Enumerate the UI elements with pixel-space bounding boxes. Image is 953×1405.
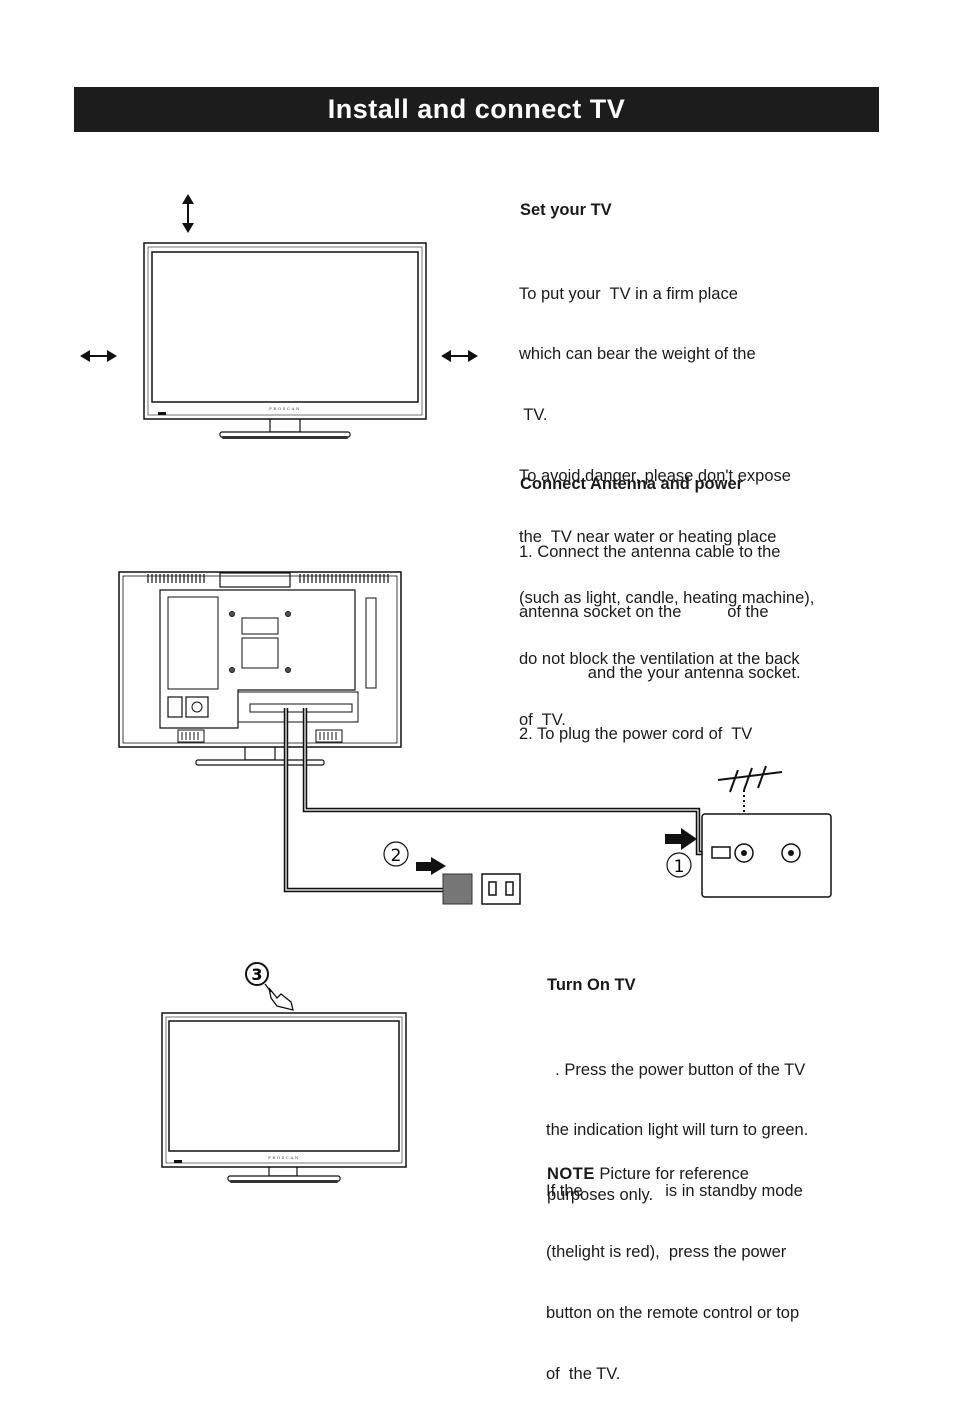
antenna-wall-socket (701, 813, 832, 898)
step-1-number: 1 (674, 857, 685, 877)
connect-line: 1. Connect the antenna cable to the (519, 542, 781, 561)
set-tv-line: the TV near water or heating place (519, 528, 777, 547)
connect-line: antenna socket on the of the (519, 603, 769, 622)
connect-heading: Connect Antenna and power (520, 475, 744, 493)
set-tv-line: do not block the ventilation at the back (519, 649, 800, 668)
note-label: NOTE (547, 1165, 595, 1183)
step-3-number: 3 (251, 965, 262, 984)
left-clearance-arrow-icon (80, 350, 117, 362)
turn-on-line: of the TV. (546, 1365, 621, 1384)
connect-line: 2. To plug the power cord of TV (519, 725, 753, 744)
connect-instructions: 1. Connect the antenna cable to the ante… (519, 501, 801, 765)
step-1-marker: 1 (666, 852, 692, 878)
power-arrow-icon (416, 857, 446, 875)
turn-on-line: (thelight is red), press the power (546, 1243, 787, 1262)
vertical-clearance-arrow-icon (182, 194, 194, 233)
connect-line: and the your antenna socket. (519, 664, 801, 683)
set-tv-line: which can bear the weight of the (519, 345, 756, 364)
title-bar: Install and connect TV (74, 87, 879, 132)
turn-on-line: If the is in standby mode (546, 1182, 803, 1201)
note-text: Picture for reference purposes only. (547, 1165, 749, 1204)
turn-on-tv-illustration: 3 PROSCAN (161, 962, 407, 1183)
turn-on-line: . Press the power button of the TV (546, 1060, 806, 1079)
connection-diagram: 2 1 (118, 571, 832, 905)
turn-on-tv-brand: PROSCAN (268, 1155, 300, 1160)
turn-on-line: button on the remote control or top (546, 1304, 800, 1323)
set-tv-instructions: To put your TV in a firm place which can… (519, 243, 814, 750)
front-tv-brand: PROSCAN (269, 406, 301, 411)
set-tv-line: TV. (519, 406, 548, 425)
wall-outlet (481, 873, 521, 905)
turn-on-heading: Turn On TV (547, 976, 636, 994)
step-3-marker: 3 (245, 962, 269, 986)
set-tv-line: To put your TV in a firm place (519, 284, 738, 303)
pointing-hand-icon (264, 983, 294, 1011)
reference-note: NOTE Picture for reference purposes only… (547, 1164, 817, 1206)
set-tv-heading: Set your TV (520, 201, 612, 219)
page-title: Install and connect TV (327, 94, 626, 124)
power-plug (442, 873, 473, 905)
set-tv-line: of TV. (519, 710, 566, 729)
step-2-marker: 2 (383, 841, 409, 867)
turn-on-instructions: . Press the power button of the TV the i… (546, 1019, 808, 1405)
step-2-number: 2 (391, 846, 402, 866)
antenna-arrow-icon (665, 828, 697, 850)
turn-on-line: the indication light will turn to green. (546, 1121, 809, 1140)
set-tv-line: To avoid danger, please don't expose (519, 467, 791, 486)
front-tv-illustration: PROSCAN (80, 194, 478, 439)
right-clearance-arrow-icon (441, 350, 478, 362)
set-tv-line: (such as light, candle, heating machine)… (519, 589, 815, 608)
rear-tv-illustration (118, 571, 402, 766)
